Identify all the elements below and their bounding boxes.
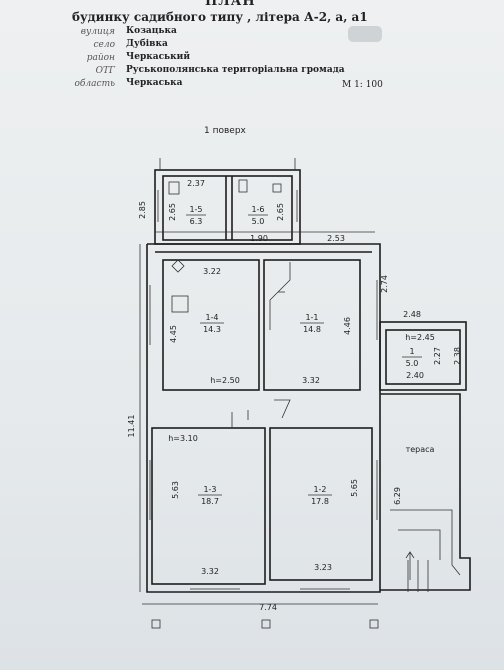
room-id: 1-1: [305, 313, 318, 322]
toilet-icon: [238, 179, 248, 193]
dim-label: 2.48: [403, 310, 421, 319]
room-area: 18.7: [201, 497, 219, 506]
chimney-icon: [171, 259, 185, 273]
fixtures: [168, 179, 415, 580]
terrace-label: тераса: [406, 445, 435, 454]
field-value-region: Черкаська: [126, 78, 183, 88]
dim-label: 5.65: [350, 479, 359, 497]
dim-label: 3.32: [302, 376, 320, 385]
dim-label: 2.38: [453, 347, 462, 365]
dim-label: h=3.10: [168, 434, 198, 443]
dim-label: 6.29: [393, 487, 402, 505]
dim-label: 4.45: [169, 325, 178, 343]
field-label-village: село: [93, 40, 115, 50]
room-id: 1-2: [313, 485, 326, 494]
doc-title: будинку садибного типу , літера А-2, а, …: [72, 10, 368, 24]
room-area: 5.0: [252, 217, 265, 226]
field-value-community: Руськополянська територіальна громада: [126, 65, 345, 75]
floor-label: 1 поверх: [204, 126, 246, 136]
dim-label: 1.90: [250, 234, 268, 243]
entrance-arrow-icon: [405, 551, 415, 580]
scale-label: М 1: 100: [342, 80, 383, 90]
dim-label: 3.32: [201, 567, 219, 576]
dim-label: 2.74: [380, 275, 389, 293]
field-value-street: Козацька: [126, 26, 177, 36]
dim-label: 2.27: [433, 347, 442, 365]
field-label-district: район: [86, 53, 115, 63]
room-area: 14.3: [203, 325, 221, 334]
room-area: 5.0: [406, 359, 419, 368]
room-id: 1-6: [251, 205, 264, 214]
dim-label: 3.22: [203, 267, 221, 276]
room-area: 14.8: [303, 325, 321, 334]
redacted-block: [348, 26, 382, 42]
field-value-village: Дубівка: [126, 39, 168, 49]
doc-title-top: ПЛАН: [205, 0, 256, 9]
dim-label: 2.65: [168, 203, 177, 221]
dim-label: 5.63: [171, 481, 180, 499]
dim-label: 2.85: [138, 201, 147, 219]
dim-label: 2.65: [276, 203, 285, 221]
room-area: 17.8: [311, 497, 329, 506]
shower-icon: [272, 183, 282, 193]
room-area: 6.3: [190, 217, 203, 226]
dim-label: 7.74: [259, 603, 277, 612]
field-value-district: Черкаський: [126, 52, 191, 62]
washbasin-icon: [168, 181, 180, 195]
field-label-region: область: [74, 79, 115, 89]
dim-label: h=2.45: [405, 333, 435, 342]
room-labels: 1-5 6.3 1-6 5.0 1-4 14.3 1-1 14.8 1 5.0 …: [186, 205, 435, 506]
dim-label: 4.46: [343, 317, 352, 335]
room-id: 1-4: [205, 313, 218, 322]
dim-label: 2.53: [327, 234, 345, 243]
dim-label: 3.23: [314, 563, 332, 572]
wall-group: [146, 158, 471, 629]
dim-label: 11.41: [127, 415, 136, 438]
field-label-community: ОТГ: [95, 66, 115, 76]
dim-label: 2.40: [406, 371, 424, 380]
dim-label: h=2.50: [210, 376, 240, 385]
dim-label: 2.37: [187, 179, 205, 188]
field-label-street: вулиця: [80, 27, 115, 37]
room-id: 1-3: [203, 485, 216, 494]
room-id: 1: [409, 347, 414, 356]
stove-icon: [171, 295, 189, 313]
dimension-labels: 2.37 2.85 2.65 2.65 1.90 2.53 3.22 2.74 …: [127, 179, 462, 612]
room-id: 1-5: [189, 205, 202, 214]
